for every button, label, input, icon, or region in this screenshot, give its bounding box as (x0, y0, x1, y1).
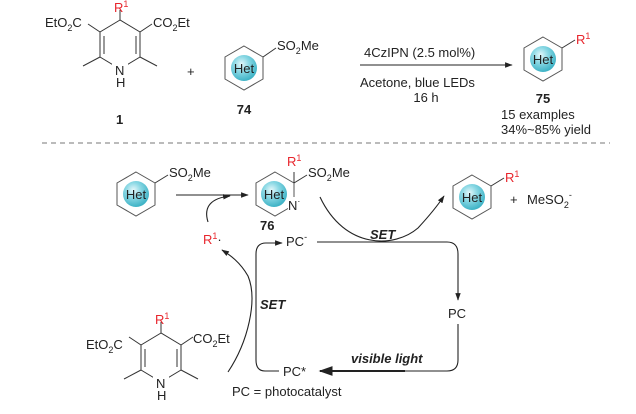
radical-addition-curve (206, 194, 231, 223)
reactant-74: Het SO2Me 74 (224, 38, 319, 117)
left-ester-label: EtO2C (86, 337, 123, 355)
bond-sulfonyl (293, 174, 308, 184)
photoredox-cycle: PC- PC visible light PC* SET PC = photoc… (232, 232, 466, 399)
compound-label-1: 1 (116, 112, 123, 127)
catalyst-condition: 4CzIPN (2.5 mol%) (364, 45, 475, 60)
pc-excited-label: PC* (283, 364, 306, 379)
pc-reduced-label: PC- (286, 232, 307, 249)
het-label: Het (126, 187, 147, 202)
methyl-right (180, 369, 199, 380)
sulfonyl-label: SO2Me (277, 38, 319, 56)
het-label: Het (264, 187, 285, 202)
visible-light-label: visible light (351, 351, 423, 366)
bond-right-ester (180, 336, 194, 346)
het-label: Het (462, 190, 483, 205)
h-atom: H (157, 388, 166, 403)
h-atom: H (116, 75, 125, 90)
right-ester-label: CO2Et (193, 331, 230, 349)
het-label: Het (234, 61, 255, 76)
het-sphere (261, 181, 287, 207)
r1-label: R1 (287, 153, 301, 169)
sulfonyl-label: SO2Me (308, 165, 350, 183)
plus-sign: + (510, 192, 518, 207)
left-ester-label: EtO2C (45, 15, 82, 33)
set-left-curve-arrow (221, 249, 253, 373)
bond-right-ester (139, 23, 153, 33)
photocatalyst-legend: PC = photocatalyst (232, 384, 342, 399)
het-sphere (123, 181, 149, 207)
mechanism-hantzsch-ester: R1 EtO2C CO2Et N H (86, 311, 230, 403)
het-sphere (231, 55, 257, 81)
intermediate-76: Het N· R1 SO2Me 76 (255, 153, 350, 233)
plus-sign: + (187, 64, 195, 79)
mechanism-substrate: Het SO2Me (116, 165, 211, 217)
sulfonyl-label: SO2Me (169, 165, 211, 183)
cycle-arrow-pc-star-to-pc-minus (255, 240, 283, 372)
r1-label: R1 (114, 0, 128, 15)
bond-sulfonyl (154, 174, 169, 184)
right-ester-label: CO2Et (153, 15, 190, 33)
bond-left-ester (128, 336, 142, 346)
n-atom: N (115, 63, 124, 78)
product-75: Het R1 75 15 examples 34%~85% yield (501, 31, 591, 137)
reaction-arrow-group: 4CzIPN (2.5 mol%) Acetone, blue LEDs 16 … (360, 45, 513, 105)
set-left-label: SET (260, 297, 286, 312)
r1-label: R1 (576, 31, 590, 47)
r1-label: R1 (155, 311, 169, 327)
n-atom: N (156, 376, 165, 391)
cycle-arrow-pc-minus-to-pc (317, 241, 461, 301)
yield-text: 34%~85% yield (501, 122, 591, 137)
het-label: Het (533, 52, 554, 67)
het-sphere (459, 184, 485, 210)
pc-ground-label: PC (448, 306, 466, 321)
n-atom: N· (288, 196, 300, 213)
bond-left-ester (87, 23, 101, 33)
methanesulfinate-label: MeSO2- (527, 190, 572, 210)
compound-label-75: 75 (536, 91, 550, 106)
bond-r1 (490, 177, 505, 187)
scope-text: 15 examples (501, 107, 575, 122)
set-top-curve-arrow (319, 195, 445, 242)
methyl-right (139, 56, 158, 67)
r1-radical: R1· (203, 231, 222, 247)
r1-label: R1 (505, 169, 519, 185)
bond-r1 (561, 39, 576, 49)
reactant-1-hantzsch-ester: R1 EtO2C CO2Et N H 1 (45, 0, 190, 127)
het-sphere (530, 46, 556, 72)
compound-label-76: 76 (260, 218, 274, 233)
methyl-left (123, 369, 142, 380)
methyl-left (82, 56, 101, 67)
cycle-line-pc-down (400, 324, 459, 372)
bond-sulfonyl (262, 47, 277, 58)
set-top-label: SET (370, 227, 396, 242)
mechanism-product: Het R1 + MeSO2- (452, 169, 572, 220)
compound-label-74: 74 (237, 102, 252, 117)
time-condition: 16 h (413, 90, 438, 105)
solvent-light-condition: Acetone, blue LEDs (360, 75, 475, 90)
